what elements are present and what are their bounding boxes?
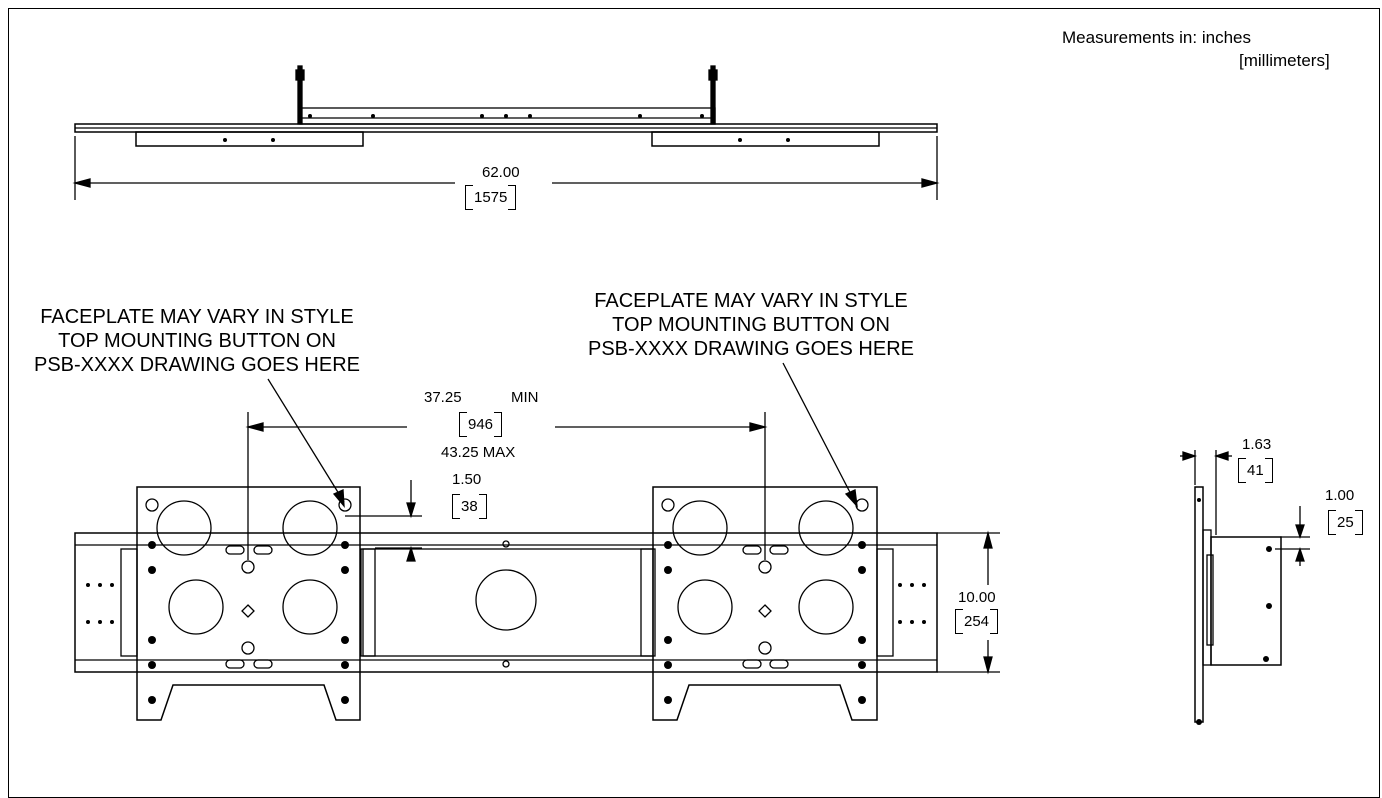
front-view bbox=[74, 362, 1000, 721]
height-mm: 254 bbox=[954, 609, 999, 634]
height-in: 10.00 bbox=[958, 589, 996, 606]
left-faceplate bbox=[136, 486, 361, 721]
depth-in: 1.63 bbox=[1242, 436, 1272, 453]
note-left-line-1: FACEPLATE MAY VARY IN STYLE bbox=[40, 306, 354, 328]
span-min-in: 37.25 bbox=[424, 389, 462, 406]
top-offset-mm: 38 bbox=[452, 494, 487, 519]
span-max: 43.25 MAX bbox=[441, 444, 516, 461]
note-left-line-3: PSB-XXXX DRAWING GOES HERE bbox=[34, 354, 360, 376]
units-label: Measurements in: inches bbox=[1062, 28, 1251, 47]
right-faceplate bbox=[652, 486, 878, 721]
note-right-line-1: FACEPLATE MAY VARY IN STYLE bbox=[594, 290, 908, 312]
overall-width-mm: 1575 bbox=[464, 185, 517, 210]
side-offset-in: 1.00 bbox=[1325, 487, 1355, 504]
top-view bbox=[72, 65, 940, 200]
depth-mm: 41 bbox=[1238, 458, 1273, 483]
note-right-line-2: TOP MOUNTING BUTTON ON bbox=[612, 314, 890, 336]
span-mm: 946 bbox=[458, 412, 503, 437]
overall-width-in: 62.00 bbox=[482, 164, 520, 181]
note-left: FACEPLATE MAY VARY IN STYLE TOP MOUNTING… bbox=[34, 305, 360, 377]
side-offset-mm: 25 bbox=[1328, 510, 1363, 535]
side-view bbox=[1180, 450, 1310, 725]
technical-drawing bbox=[72, 65, 1310, 725]
top-offset-in: 1.50 bbox=[452, 471, 482, 488]
note-right-line-3: PSB-XXXX DRAWING GOES HERE bbox=[588, 338, 914, 360]
note-left-line-2: TOP MOUNTING BUTTON ON bbox=[58, 330, 336, 352]
units-label-mm: [millimeters] bbox=[1239, 51, 1330, 70]
note-right: FACEPLATE MAY VARY IN STYLE TOP MOUNTING… bbox=[588, 289, 914, 361]
span-min-label: MIN bbox=[511, 389, 539, 406]
